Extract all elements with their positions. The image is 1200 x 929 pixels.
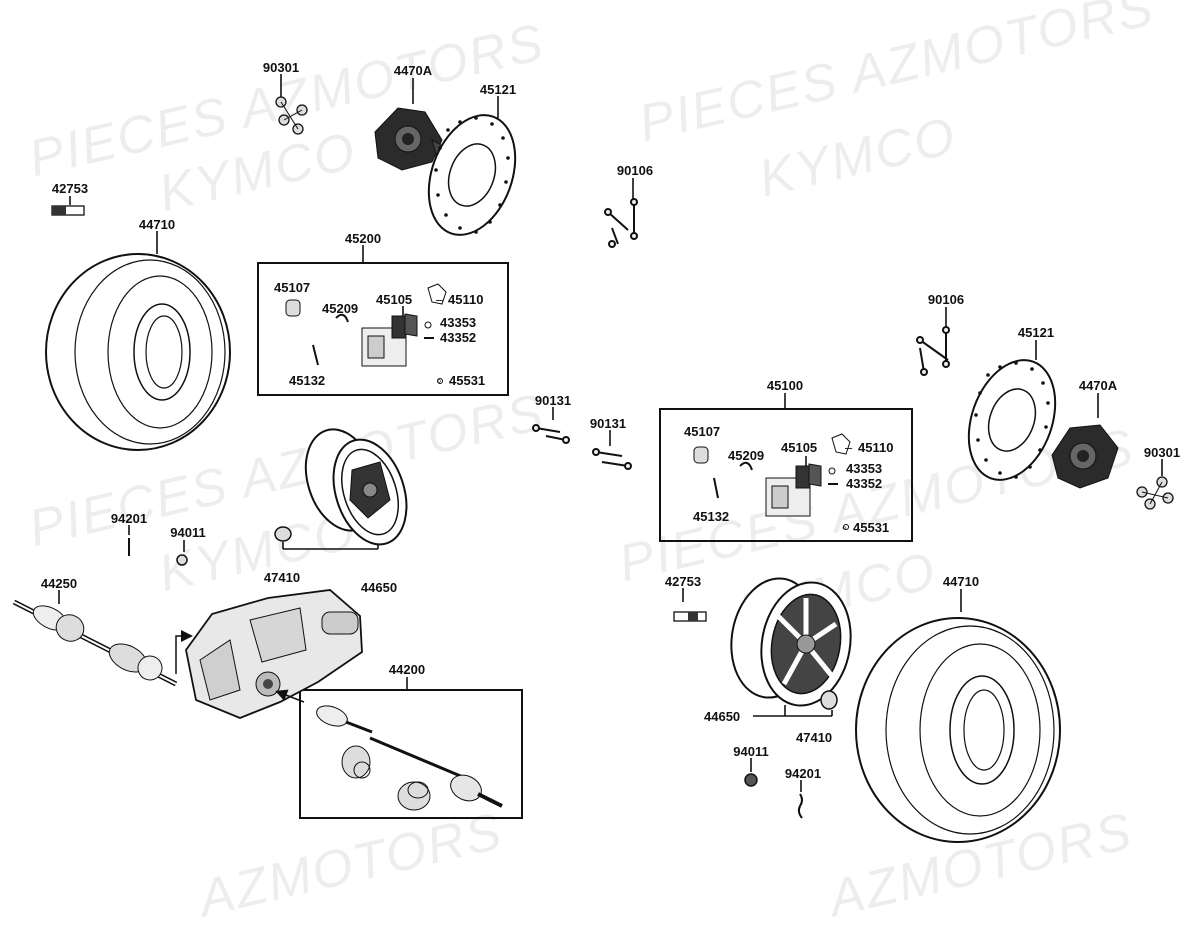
part-label-47410-left: 47410	[263, 570, 301, 585]
part-label-94011-right: 94011	[733, 744, 769, 759]
small-circle-icon: ◦	[437, 373, 442, 388]
clip-42753-right	[673, 611, 707, 622]
part-label-4470a-right: 4470A	[1078, 378, 1118, 393]
tire-44710-right	[855, 617, 1061, 843]
part-label-45100: 45100	[766, 378, 804, 393]
leader-lines	[58, 74, 1163, 792]
caliper-parts-45200	[285, 283, 447, 384]
pin-94201-right	[797, 793, 803, 819]
tire-44710-left	[45, 253, 231, 451]
bolt-set-90106-right	[916, 326, 950, 376]
assembly-arrow-right	[275, 689, 305, 703]
bearing-47410-left	[274, 526, 292, 542]
bolt-set-90131-a	[532, 424, 570, 444]
part-label-45132-left: 45132	[289, 373, 326, 388]
bearing-47410-right	[820, 690, 838, 710]
part-label-43353-left: 43353	[440, 315, 477, 330]
wheel-hub-4470a-right	[1051, 424, 1119, 489]
part-label-90106-top: 90106	[616, 163, 654, 178]
small-circle-icon: ◦	[842, 520, 847, 535]
assembly-arrow-left	[175, 630, 193, 674]
part-label-45110-right: 45110	[858, 440, 894, 455]
part-label-44250: 44250	[40, 576, 78, 591]
part-label-42753-left: 42753	[51, 181, 89, 196]
connector-dash-icon: –	[436, 292, 444, 307]
part-label-45531-left: 45531	[449, 373, 486, 388]
clip-42753-left	[51, 205, 85, 216]
part-label-90131-a: 90131	[534, 393, 572, 408]
nut-set-90301-right	[1136, 476, 1174, 510]
nut-94011-right	[744, 773, 758, 787]
part-label-45105-left: 45105	[376, 292, 413, 307]
part-label-42753-right: 42753	[664, 574, 702, 589]
part-label-44650-left: 44650	[360, 580, 398, 595]
nut-set-90301-left	[275, 96, 308, 135]
part-label-4470a-left: 4470A	[393, 63, 433, 78]
differential-housing	[185, 589, 363, 719]
part-label-44710-right: 44710	[942, 574, 980, 589]
part-label-94011-left: 94011	[170, 525, 206, 540]
part-label-45531-right: 45531	[853, 520, 890, 535]
part-label-44650-right: 44650	[704, 709, 741, 724]
connector-dash-icon: –	[845, 440, 853, 455]
wheel-rim-44650-left	[304, 428, 408, 546]
part-label-45121-right: 45121	[1017, 325, 1055, 340]
part-label-45209-left: 45209	[322, 301, 359, 316]
part-label-45209-right: 45209	[728, 448, 765, 463]
part-label-45200: 45200	[344, 231, 382, 246]
part-label-94201-left: 94201	[110, 511, 148, 526]
part-label-45110-left: 45110	[448, 292, 484, 307]
part-label-90106-right: 90106	[927, 292, 965, 307]
caliper-parts-45100	[693, 433, 851, 530]
part-label-90131-b: 90131	[589, 416, 627, 431]
brake-disc-45121-right	[967, 359, 1057, 481]
part-label-94201-right: 94201	[784, 766, 822, 781]
part-label-45107-left: 45107	[274, 280, 311, 295]
part-label-47410-right: 47410	[796, 730, 833, 745]
brake-disc-45121-left	[427, 114, 517, 236]
part-label-44710-left: 44710	[138, 217, 176, 232]
part-label-44200: 44200	[388, 662, 426, 677]
caliper-group-box-45200	[257, 262, 509, 396]
part-label-45132-right: 45132	[693, 509, 730, 524]
caliper-group-box-45100	[659, 408, 913, 542]
part-label-43352-left: 43352	[440, 330, 477, 345]
bolt-set-90131-b	[592, 448, 632, 470]
part-label-45105-right: 45105	[781, 440, 818, 455]
part-label-43352-right: 43352	[846, 476, 883, 491]
part-label-43353-right: 43353	[846, 461, 883, 476]
wheel-hub-4470a-left	[374, 107, 451, 171]
nut-94011-left	[176, 554, 188, 566]
part-label-90301-right: 90301	[1143, 445, 1181, 460]
exploded-parts-diagram: PIECES AZMOTORS KYMCO PIECES AZMOTORS KY…	[12, 0, 1181, 928]
drive-shaft-group-box-44200	[299, 689, 523, 819]
axle-shaft-44250	[12, 599, 178, 687]
part-label-90301-left: 90301	[262, 60, 300, 75]
part-label-45121-left: 45121	[479, 82, 517, 97]
wheel-rim-44650-right	[730, 577, 852, 707]
bolt-set-90106-top	[604, 198, 638, 248]
part-label-45107-right: 45107	[684, 424, 721, 439]
parts-drawing	[12, 74, 1174, 843]
drive-shaft-kit-44200	[316, 705, 503, 811]
